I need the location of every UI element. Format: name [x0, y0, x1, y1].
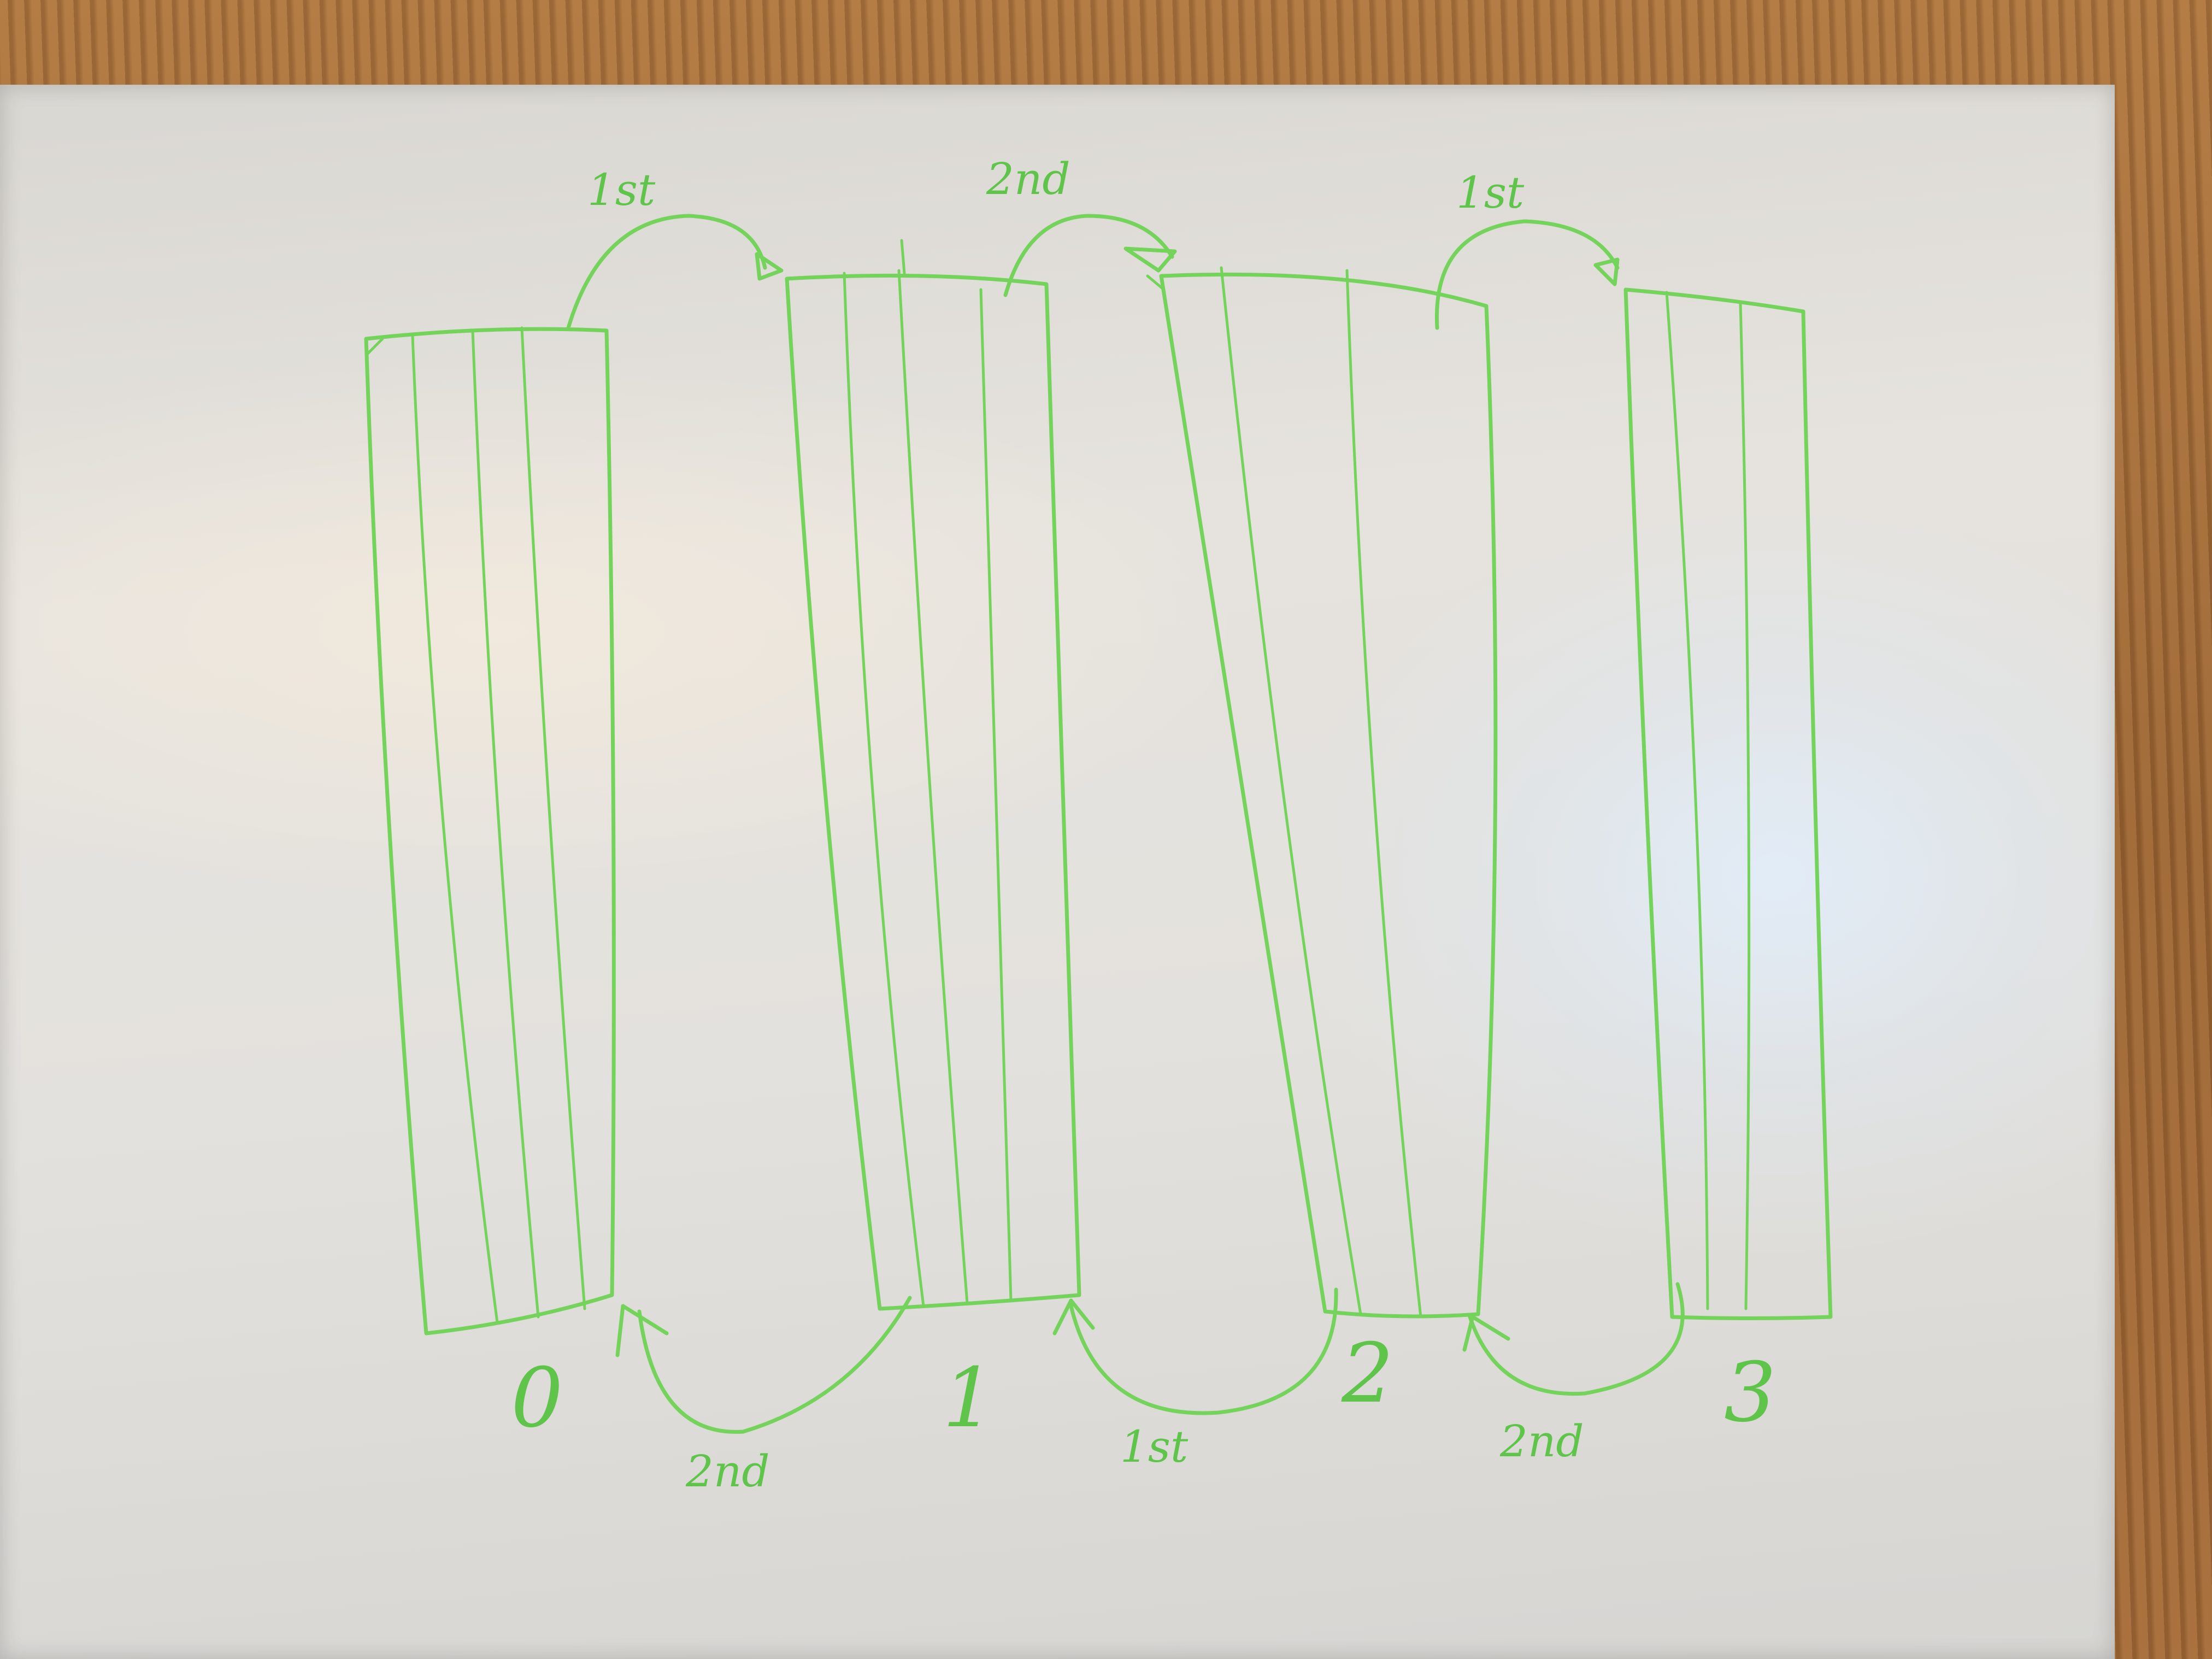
top-arrow-2-to-3 [1434, 219, 1620, 330]
block-3 [1623, 287, 1833, 1320]
top-arrow-2-to-3-label: 1st [1456, 167, 1525, 218]
block-2 [1146, 266, 1498, 1319]
bottom-arrow-1-to-0-label: 2nd [685, 1446, 770, 1497]
whiteboard-surface [0, 85, 2115, 1659]
block-label-3: 3 [1724, 1345, 1776, 1440]
bottom-arrow-3-to-2 [1462, 1282, 1685, 1396]
top-arrow-0-to-1-label: 1st [587, 164, 656, 215]
bottom-arrow-1-to-0 [615, 1296, 912, 1434]
top-arrow-0-to-1 [566, 214, 784, 330]
top-arrow-1-to-2 [1003, 214, 1177, 297]
block-label-2: 2 [1341, 1326, 1393, 1421]
top-arrow-1-to-2-label: 2nd [986, 154, 1070, 204]
bottom-arrow-2-to-1 [1052, 1287, 1338, 1415]
bottom-arrow-2-to-1-label: 1st [1120, 1421, 1189, 1472]
block-0 [364, 326, 616, 1336]
block-1 [785, 239, 1081, 1311]
block-label-1: 1 [943, 1351, 995, 1446]
block-label-0: 0 [511, 1351, 563, 1446]
bottom-arrow-3-to-2-label: 2nd [1499, 1416, 1584, 1467]
